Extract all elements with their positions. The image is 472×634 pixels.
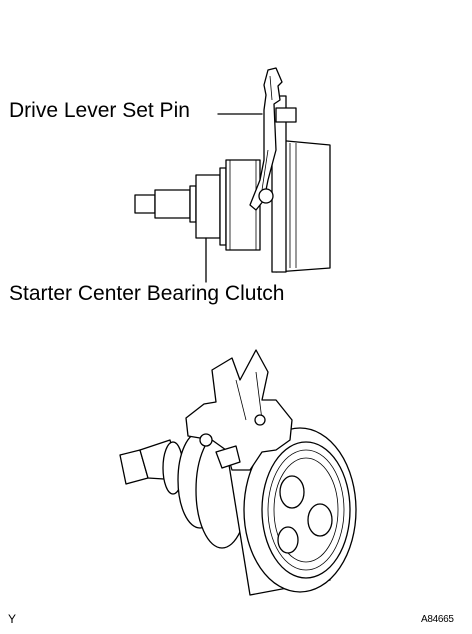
label-starter-center-bearing-clutch: Starter Center Bearing Clutch — [9, 282, 285, 305]
corner-mark: Y — [8, 612, 17, 626]
side-view-assembly — [134, 67, 331, 283]
figure-code: A84665 — [421, 614, 454, 625]
label-drive-lever-set-pin: Drive Lever Set Pin — [9, 99, 190, 122]
perspective-view-assembly — [119, 349, 357, 596]
